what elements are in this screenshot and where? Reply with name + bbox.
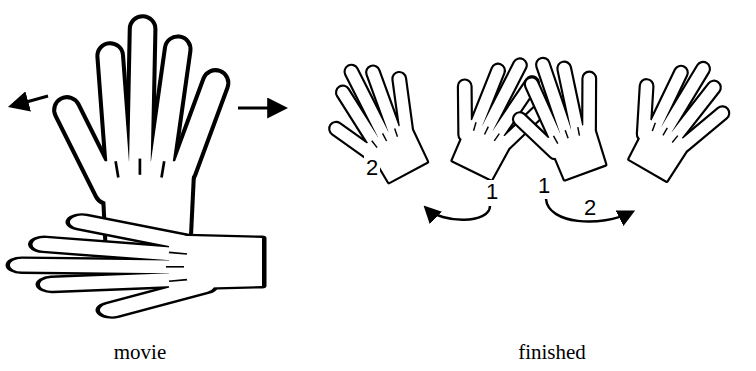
open-hand	[316, 53, 440, 192]
open-hand	[611, 49, 737, 188]
callout-number: 1	[536, 174, 552, 198]
callout-number: 2	[582, 196, 598, 220]
motion-arrow	[238, 107, 284, 110]
callout-number: 2	[364, 156, 380, 180]
sign-caption: finished	[516, 341, 588, 364]
turn-arrow	[426, 206, 490, 220]
motion-arrow	[12, 96, 48, 106]
open-hand	[505, 51, 619, 186]
upright-hand	[67, 29, 216, 245]
sign-caption: movie	[112, 341, 169, 364]
callout-number: 1	[484, 180, 500, 204]
flat-hand	[22, 222, 262, 310]
